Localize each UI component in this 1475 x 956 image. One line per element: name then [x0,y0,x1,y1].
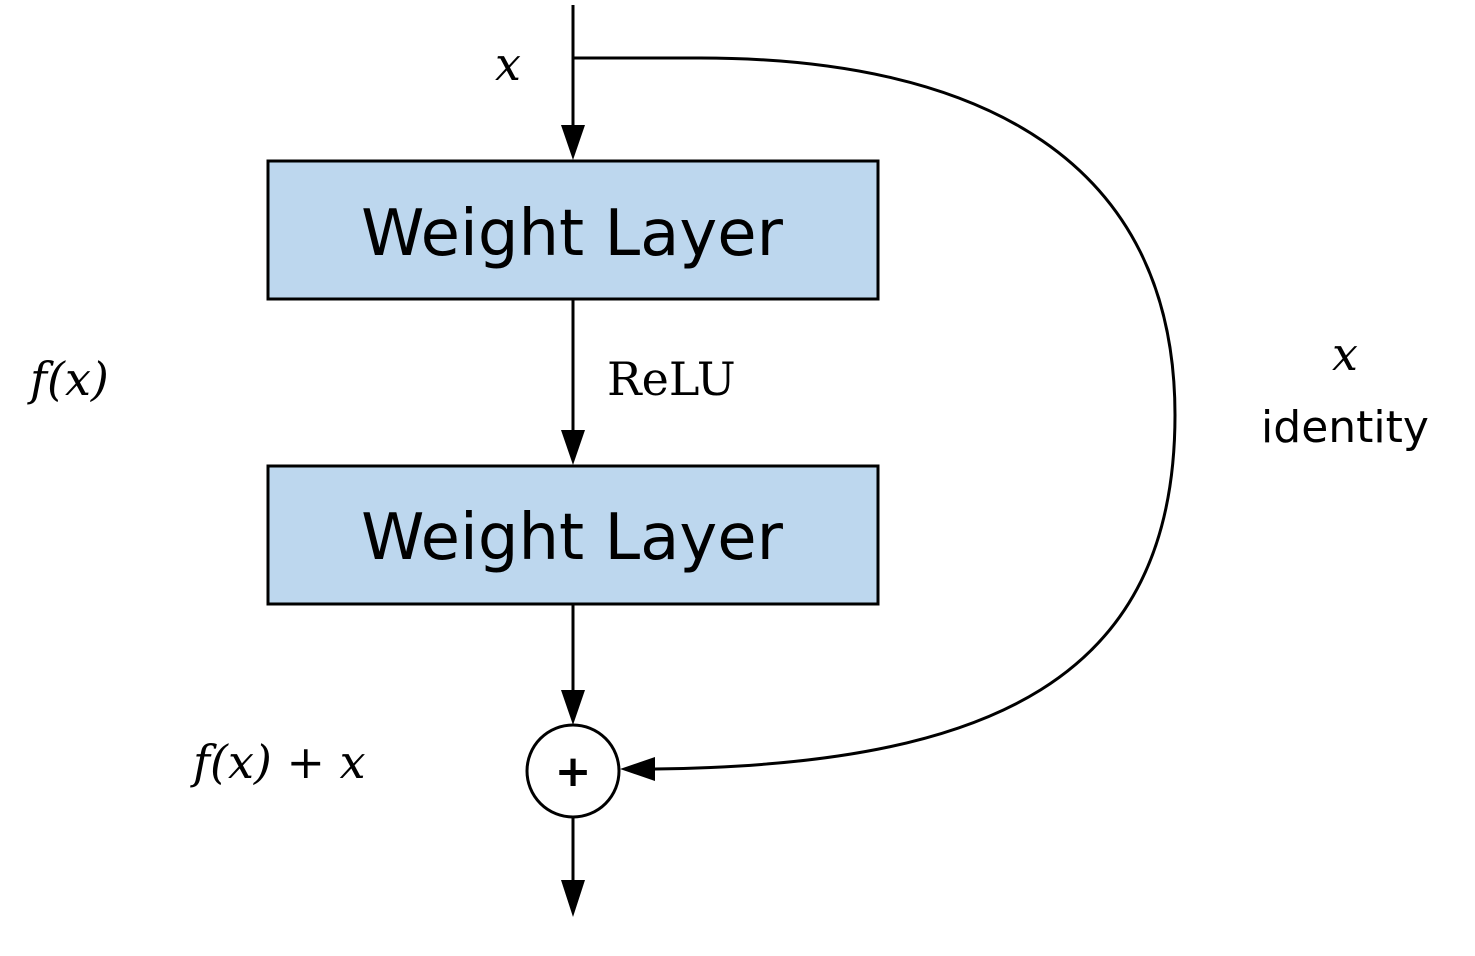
skip-arrowhead [620,757,655,781]
relu-arrowhead [561,430,585,465]
skip-name-label: identity [1261,402,1429,453]
layer-to-sum-arrowhead [561,690,585,725]
residual-function-label: f(x) [27,352,109,406]
skip-variable-label: x [1332,327,1358,381]
identity-skip-connection [573,56,1177,771]
weight-layer-1 [266,159,880,301]
output-sum-label: f(x) + x [190,735,366,789]
relu-label: ReLU [607,352,736,406]
input-arrowhead [561,125,585,160]
sum-node [525,723,621,819]
weight-layer-2-label: Weight Layer [361,501,783,575]
weight-layer-1-label: Weight Layer [361,197,783,271]
input-label: x [495,37,521,91]
weight-layer-2 [266,464,880,606]
sum-operator: + [555,746,592,797]
output-arrowhead [561,880,585,917]
